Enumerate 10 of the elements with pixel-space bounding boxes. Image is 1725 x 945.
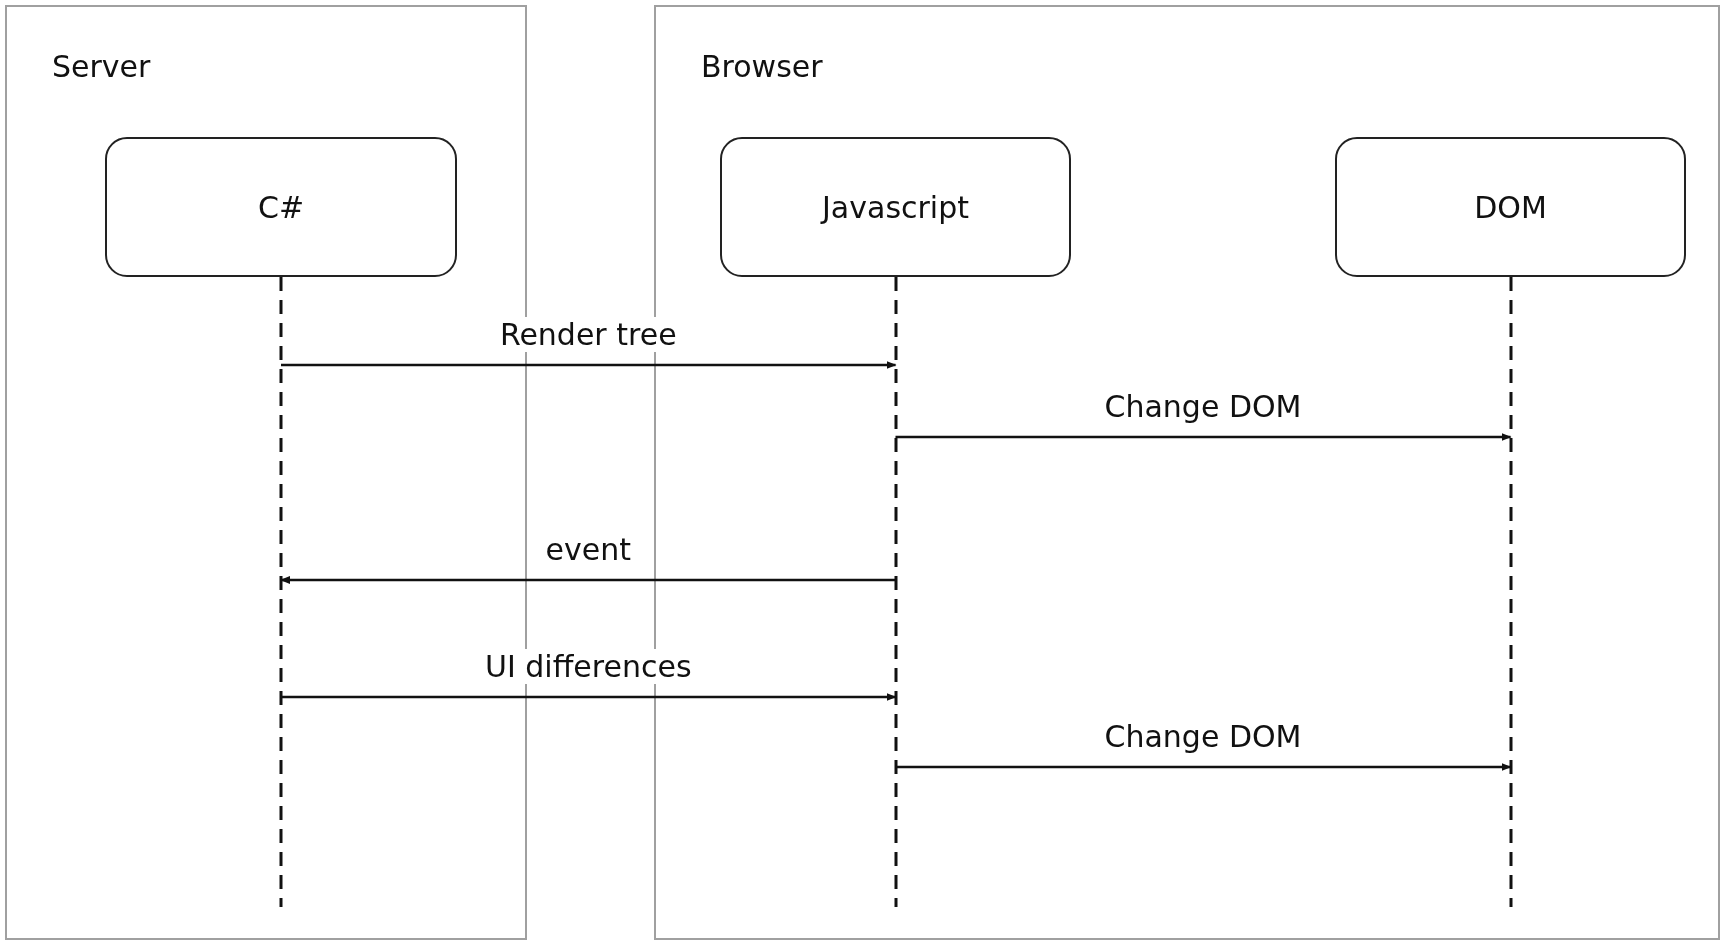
message-arrow: [281, 361, 897, 369]
message-arrow: [895, 433, 1512, 441]
message-arrow: [895, 763, 1512, 771]
participant-box: DOM: [1335, 137, 1686, 277]
group-title: Browser: [701, 49, 823, 84]
participant-box: C#: [105, 137, 457, 277]
message-arrow: [280, 576, 896, 584]
participant-box: Javascript: [720, 137, 1071, 277]
message-arrow: [281, 693, 897, 701]
group-title: Server: [52, 49, 151, 84]
